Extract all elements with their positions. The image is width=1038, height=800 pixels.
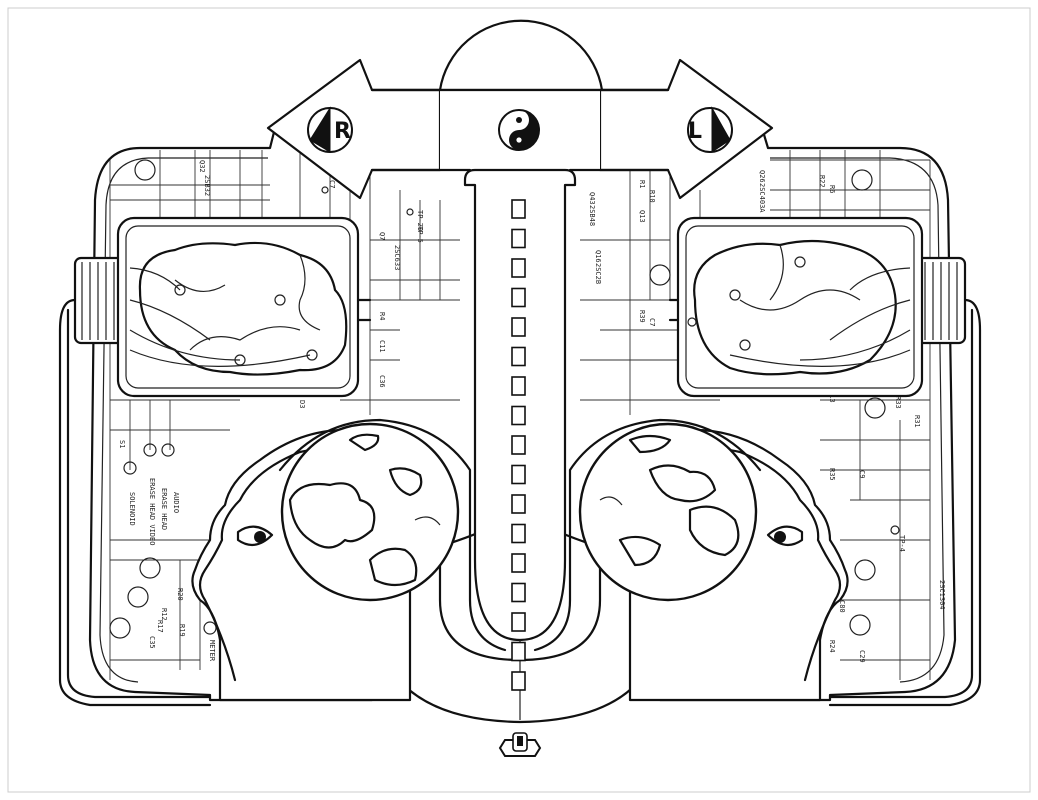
circuit-label-right: 2SC1304 [938, 580, 946, 610]
circuit-label-right: Q26 [758, 170, 766, 183]
left-arrow-glyph: R [334, 119, 351, 144]
circuit-label-left: D3 [298, 400, 306, 408]
circuit-label-right: Q43 [588, 192, 596, 205]
right-eye-icon [766, 525, 804, 547]
center-dash [511, 641, 526, 662]
center-dash [511, 582, 526, 603]
circuit-label-left: S1 [118, 440, 126, 448]
circuit-label-right: Q13 [638, 210, 646, 223]
circuit-label-left: ERASE HEAD VIDEO [148, 478, 156, 545]
circuit-label-left: R20 [176, 588, 184, 601]
circuit-labels-left: Q322SB32C7R7TP-20Q72SC633TP-5R4C11C36D3S… [118, 160, 424, 662]
center-dash [511, 199, 526, 219]
circuit-label-left: R12 [160, 608, 168, 621]
bottom-knob [498, 732, 542, 757]
circuit-label-right: C7 [648, 318, 656, 326]
center-dash [511, 671, 526, 691]
circuit-label-left: 2SB32 [203, 175, 211, 196]
center-dash [511, 317, 526, 337]
circuit-label-left: R17 [156, 620, 164, 633]
circuit-label-left: Q32 [198, 160, 206, 173]
circuit-label-left: TP-5 [416, 226, 424, 243]
center-dash [511, 612, 526, 632]
circuit-label-right: 2SC2B [594, 263, 602, 284]
circuit-label-left: C35 [148, 636, 156, 649]
center-dash [511, 346, 526, 367]
globe-bands [278, 418, 762, 652]
right-head-outline [678, 446, 842, 682]
left-eye-icon [236, 525, 274, 547]
center-dash [511, 464, 526, 485]
left-globe [280, 422, 460, 602]
circuit-label-right: R35 [828, 468, 836, 481]
right-arrow-glyph: L [688, 119, 702, 144]
circuit-label-right: C9 [858, 470, 866, 478]
center-dash [511, 494, 526, 514]
circuit-traces-right [580, 150, 931, 680]
circuit-label-left: R19 [178, 624, 186, 637]
circuit-label-right: R24 [828, 640, 836, 653]
circuit-label-right: C29 [858, 650, 866, 663]
circuit-label-right: R22 [818, 175, 826, 188]
circuit-label-right: R31 [913, 415, 921, 428]
center-dash [511, 287, 526, 308]
left-arrow [266, 58, 442, 200]
circuit-label-left: C36 [378, 375, 386, 388]
circuit-label-left: ERASE HEAD [160, 488, 168, 530]
circuit-label-left: R4 [378, 312, 386, 320]
circuit-label-left: 2SC633 [393, 245, 401, 270]
top-dome [438, 19, 604, 92]
center-dash [511, 258, 526, 278]
circuit-label-right: C80 [838, 600, 846, 613]
circuit-label-right: 2SC403A [758, 183, 766, 213]
page-border [7, 7, 1031, 793]
center-dash [511, 523, 526, 544]
circuit-label-right: TP-4 [898, 535, 906, 552]
right-globe [578, 422, 758, 602]
left-arrow-medallion-shade [309, 106, 331, 153]
left-monitor [73, 216, 360, 398]
circuit-label-left: SOLENOID [128, 492, 136, 526]
center-dash [511, 228, 526, 249]
circuit-label-right: R33 [894, 396, 902, 409]
center-dash [511, 405, 526, 426]
tube-connectors [58, 298, 982, 707]
center-dash [511, 435, 526, 455]
yin-yang-icon [498, 109, 540, 151]
circuit-label-right: R6 [828, 185, 836, 193]
center-dash [511, 376, 526, 396]
right-monitor [676, 216, 967, 398]
left-head-outline [198, 446, 362, 682]
right-brain [693, 239, 897, 376]
circuit-traces-left [109, 150, 460, 680]
right-arrow [598, 58, 774, 200]
circuit-label-right: R1 [638, 180, 646, 188]
machine-body-inner [99, 157, 945, 683]
circuit-label-left: METER [208, 640, 216, 662]
circuit-label-left: TP-20 [416, 210, 424, 231]
circuit-label-right: Q16 [594, 250, 602, 263]
circuit-label-left: AUDIO [172, 492, 180, 513]
circuit-label-left: C11 [378, 340, 386, 353]
arrow-bridge-edges [370, 88, 670, 172]
circuit-label-right: R10 [648, 190, 656, 203]
circuit-label-left: Q7 [378, 232, 386, 240]
center-dash [511, 553, 526, 573]
center-dashes [511, 199, 526, 691]
circuit-label-right: R39 [638, 310, 646, 323]
right-arrow-medallion-shade [711, 106, 731, 153]
circuit-label-right: 2SB48 [588, 205, 596, 226]
central-column [463, 168, 577, 642]
circuit-label-left: C7 [328, 180, 336, 188]
